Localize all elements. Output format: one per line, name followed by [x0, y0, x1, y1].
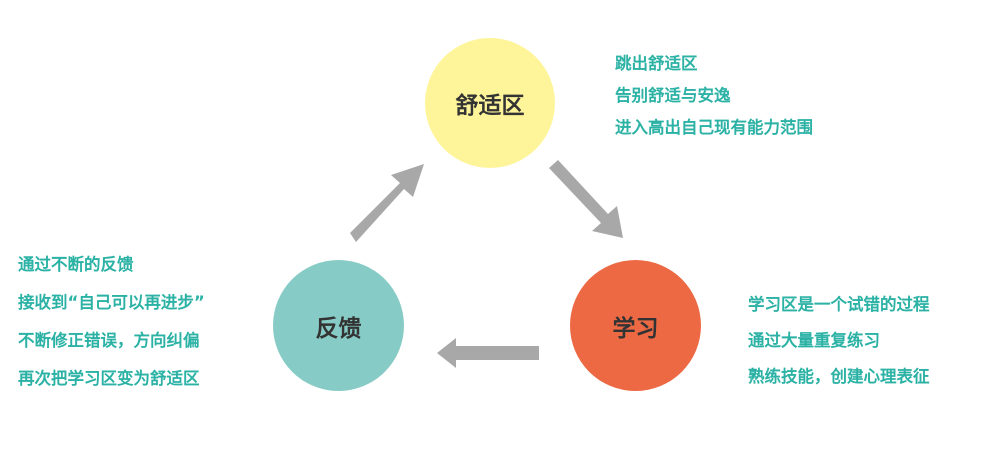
feedback-notes: 通过不断的反馈 接收到“自己可以再进步” 不断修正错误，方向纠偏 再次把学习区变…: [18, 255, 205, 409]
comfort-note-1: 跳出舒适区: [615, 54, 698, 73]
arrow-feedback-to-comfort-icon: [350, 164, 424, 242]
comfort-zone-node: 舒适区: [425, 38, 555, 168]
feedback-node: 反馈: [273, 260, 404, 391]
feedback-note-3: 不断修正错误，方向纠偏: [18, 331, 200, 350]
comfort-note-2: 告别舒适与安逸: [615, 86, 731, 105]
feedback-note-4: 再次把学习区变为舒适区: [18, 369, 200, 388]
comfort-note-3: 进入高出自己现有能力范围: [615, 118, 813, 137]
learning-note-1: 学习区是一个试错的过程: [748, 295, 930, 314]
feedback-note-1: 通过不断的反馈: [18, 255, 134, 274]
learning-note-2: 通过大量重复练习: [748, 331, 880, 350]
learning-notes: 学习区是一个试错的过程 通过大量重复练习 熟练技能，创建心理表征: [748, 295, 930, 405]
arrow-comfort-to-learning-icon: [549, 160, 623, 238]
comfort-zone-label: 舒适区: [455, 93, 525, 119]
learning-note-3: 熟练技能，创建心理表征: [748, 367, 930, 386]
comfort-zone-notes: 跳出舒适区 告别舒适与安逸 进入高出自己现有能力范围: [615, 54, 813, 152]
arrow-learning-to-feedback-icon: [437, 338, 539, 368]
feedback-note-2: 接收到“自己可以再进步”: [18, 293, 205, 312]
learning-label: 学习: [612, 315, 659, 342]
feedback-label: 反馈: [315, 315, 362, 342]
learning-node: 学习: [570, 260, 701, 391]
